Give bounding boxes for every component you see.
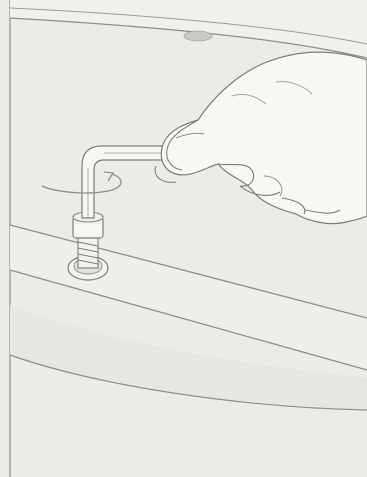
top-hole	[184, 31, 212, 41]
